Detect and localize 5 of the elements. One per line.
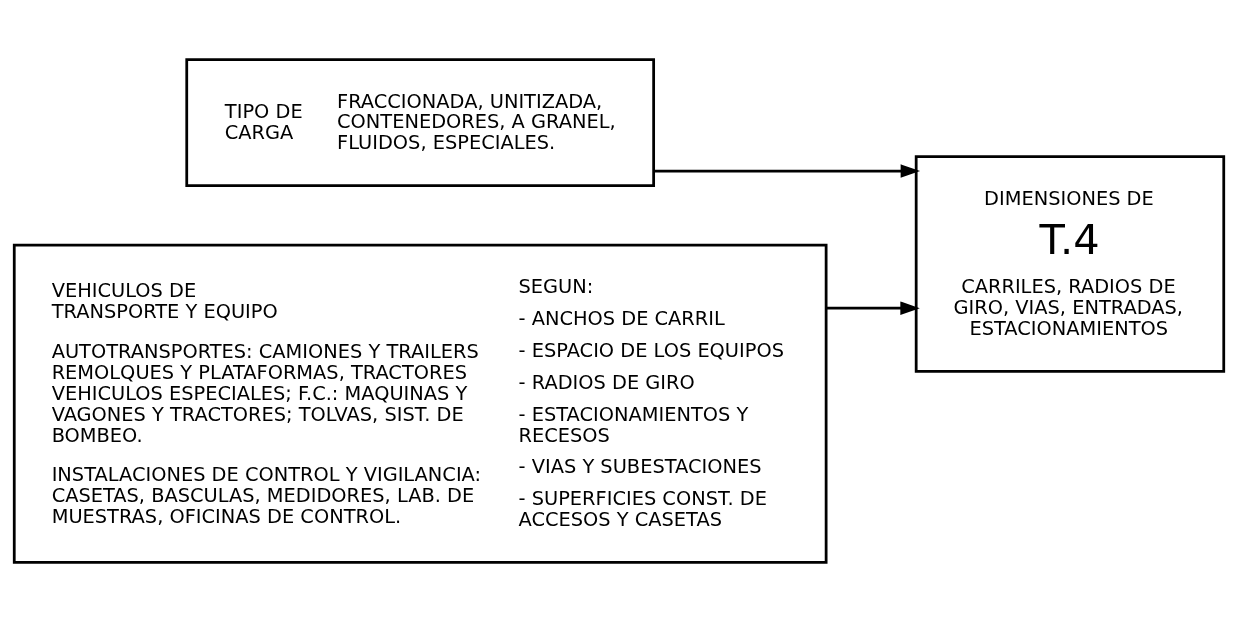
arrow <box>653 163 921 178</box>
node-box: DIMENSIONES DE T.4 CARRILES, RADIOS DE GIRO, VIAS, ENTRADAS, ESTACIONAMIENTOS <box>914 154 1226 373</box>
node-box: TIPO DE CARGA FRACCIONADA, UNITIZADA, CONTENEDORES, A GRANEL, FLUIDOS, ESPECIALES. <box>185 57 656 187</box>
node-box: VEHICULOS DE TRANSPORTE Y EQUIPO AUTOTRANSPORTES: CAMIONES Y TRAILERS REMOLQUES Y PLATAFORMAS, TRACTORES VEHICULOS ESPECIALES; F.C.: MAQUINAS Y VAGONES Y TRACTORES; TOLVAS, SIST. DE BOMBEO. INSTALACIONES DE CONTROL Y VIGILANCIA: CASETAS, BASCULAS, MEDIDORES, LAB. DE MUESTRAS, OFICINAS DE CONTROL. SEGUN: - ANCHOS DE CARRIL - ESPACIO DE LOS EQUIPOS - RADIOS DE GIRO - ESTACIONAMIENTOS Y RECESOS - VIAS Y SUBESTACIONES - SUPERFICIES CONST. DE ACCESOS Y CASETAS <box>12 243 828 564</box>
arrow <box>826 300 920 315</box>
